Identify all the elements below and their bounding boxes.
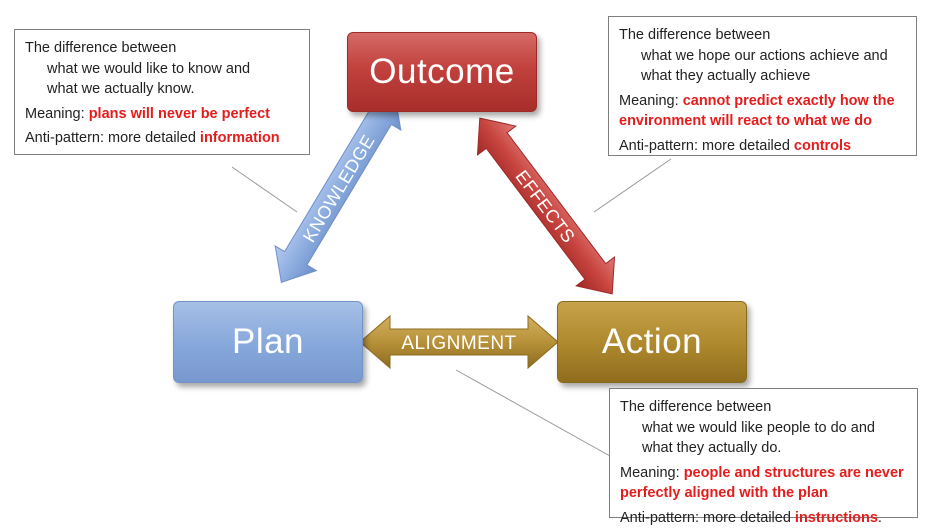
alignment-meaning-text: people and structures are never perfectl… [620, 464, 904, 502]
effects-line2: what they actually achieve [641, 68, 811, 85]
knowledge-antipattern: Anti-pattern: more detailed information [25, 128, 299, 149]
outcome-node: Outcome [347, 32, 537, 112]
knowledge-meaning-text: plans will never be perfect [88, 105, 271, 122]
alignment-meaning-label: Meaning: [620, 464, 680, 481]
knowledge-line1: what we would like to know and [47, 60, 251, 77]
effects-meaning: Meaning: cannot predict exactly how the … [619, 91, 906, 132]
outcome-label: Outcome [369, 52, 515, 91]
knowledge-anti-highlight: information [199, 130, 280, 147]
action-node: Action [557, 301, 747, 383]
knowledge-anti-text: more detailed [108, 130, 196, 147]
alignment-meaning: Meaning: people and structures are never… [620, 463, 907, 504]
knowledge-intro: The difference between [25, 40, 177, 56]
effects-anti-highlight: controls [793, 137, 852, 154]
connector-line-effects [593, 158, 672, 213]
alignment-arrow-label: ALIGNMENT [401, 333, 516, 354]
knowledge-arrow-label: KNOWLEDGE [299, 131, 379, 245]
connector-line-knowledge [231, 166, 298, 213]
effects-meaning-label: Meaning: [619, 92, 679, 109]
alignment-anti-label: Anti-pattern: [620, 509, 699, 526]
alignment-textbox: The difference between what we would lik… [609, 388, 918, 526]
action-label: Action [601, 322, 703, 361]
alignment-anti-text: more detailed [703, 509, 791, 526]
alignment-line1: what we would like people to do and [642, 419, 875, 436]
plan-node: Plan [173, 301, 363, 383]
knowledge-meaning: Meaning: plans will never be perfect [25, 104, 299, 125]
effects-intro: The difference between [619, 27, 771, 43]
effects-arrow: EFFECTS [476, 117, 616, 295]
alignment-antipattern: Anti-pattern: more detailed instructions… [620, 508, 907, 528]
plan-label: Plan [231, 322, 305, 361]
alignment-anti-end: . [877, 509, 882, 526]
knowledge-anti-label: Anti-pattern: [25, 130, 104, 147]
effects-arrow-label: EFFECTS [511, 166, 578, 246]
effects-antipattern: Anti-pattern: more detailed controls [619, 136, 906, 157]
effects-textbox: The difference between what we hope our … [608, 16, 917, 156]
effects-meaning-text: cannot predict exactly how the environme… [619, 92, 895, 130]
knowledge-line2: what we actually know. [47, 81, 195, 98]
alignment-anti-highlight: instructions [794, 509, 878, 526]
alignment-intro: The difference between [620, 399, 772, 415]
effects-anti-label: Anti-pattern: [619, 137, 698, 154]
effects-line1: what we hope our actions achieve and [641, 47, 888, 64]
knowledge-meaning-label: Meaning: [25, 105, 85, 122]
connector-line-alignment [455, 369, 611, 457]
knowledge-textbox: The difference between what we would lik… [14, 29, 310, 155]
alignment-arrow: ALIGNMENT [359, 314, 559, 370]
alignment-line2: what they actually do. [642, 440, 782, 457]
effects-anti-text: more detailed [702, 137, 790, 154]
